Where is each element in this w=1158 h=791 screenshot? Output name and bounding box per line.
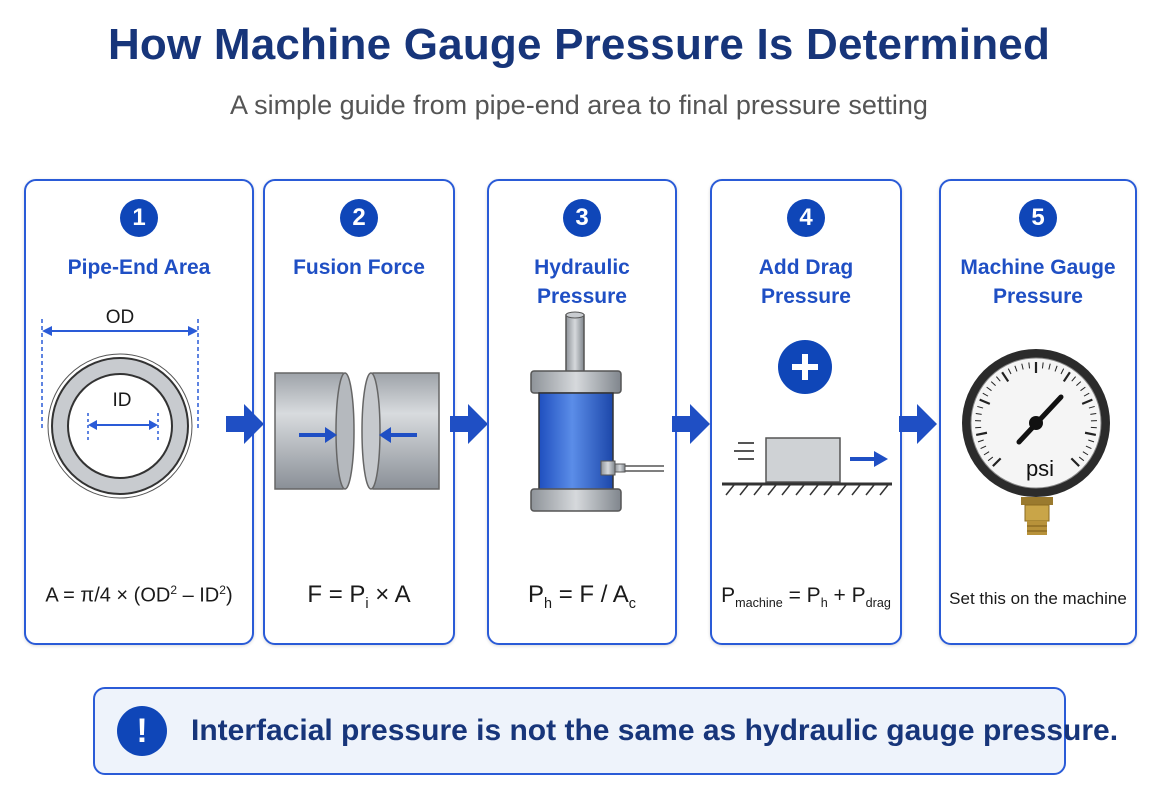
- gauge-tick: [1084, 431, 1097, 436]
- exclamation-icon: !: [117, 706, 167, 756]
- gauge-tick: [983, 451, 990, 456]
- pipe-cross-section-diagram: OD ID: [41, 307, 199, 499]
- gauge-tick: [1062, 371, 1071, 383]
- force-formula: F = Pi × A: [307, 581, 411, 612]
- od-label: OD: [106, 307, 135, 328]
- gauge-tick: [977, 405, 984, 409]
- gauge-tick: [1001, 371, 1010, 383]
- gauge-tick: [975, 431, 988, 436]
- machine-pressure-formula: Pmachine = Ph + Pdrag: [721, 584, 891, 611]
- gauge-tick: [992, 457, 1002, 467]
- gauge-tick: [1088, 405, 1095, 409]
- step-card-machine-gauge-pressure: 5 Machine Gauge Pressure psi Set this on…: [939, 179, 1137, 645]
- gauge-tick: [1028, 362, 1031, 369]
- gauge-tick: [1082, 451, 1089, 456]
- area-formula: A = π/4 × (OD2 – ID2): [45, 583, 233, 607]
- step-number-badge: 4: [787, 199, 825, 237]
- gauge-tick: [1054, 365, 1058, 372]
- page-subtitle: A simple guide from pipe-end area to fin…: [230, 90, 928, 120]
- gauge-tick: [979, 398, 991, 405]
- gauge-tick: [1070, 457, 1080, 467]
- gauge-tick: [1048, 363, 1051, 370]
- gauge-tick: [1007, 368, 1012, 375]
- gauge-tick: [1080, 386, 1086, 392]
- step-title: Add Drag Pressure: [758, 256, 854, 308]
- gauge-tick: [1021, 363, 1024, 370]
- gauge-tick: [1060, 368, 1065, 375]
- gauge-tick: [1081, 398, 1093, 405]
- flow-arrow-icon: [899, 404, 937, 444]
- gauge-tick: [1014, 365, 1018, 372]
- step-number-badge: 1: [120, 199, 158, 237]
- step-title: Fusion Force: [293, 256, 425, 279]
- flow-arrow-icon: [672, 404, 710, 444]
- gauge-tick: [986, 386, 992, 392]
- page-title: How Machine Gauge Pressure Is Determined: [107, 20, 1051, 69]
- gauge-unit-label: psi: [1026, 456, 1054, 481]
- gauge-tick: [980, 445, 987, 449]
- hydraulic-cylinder-diagram: [530, 311, 664, 512]
- warning-note: ! Interfacial pressure is not the same a…: [93, 687, 1118, 775]
- step-number-badge: 3: [563, 199, 601, 237]
- gauge-tick: [1085, 445, 1092, 449]
- gauge-tick: [1078, 456, 1085, 462]
- gauge-tick: [1090, 412, 1097, 415]
- note-text: Interfacial pressure is not the same as …: [191, 714, 1119, 747]
- gauge-tick: [1041, 362, 1044, 369]
- step-title: Hydraulic Pressure: [534, 256, 630, 308]
- step-card-hydraulic-pressure: 3 Hydraulic Pressure Ph = F / Ac: [487, 179, 677, 645]
- step-card-fusion-force: 2 Fusion Force F = Pi × A: [263, 179, 455, 645]
- gauge-tick: [982, 392, 989, 397]
- gauge-tick: [977, 439, 984, 443]
- hydraulic-formula: Ph = F / Ac: [528, 581, 636, 612]
- step-card-add-drag-pressure: 4 Add Drag Pressure Pmachine = Ph + Pdra…: [710, 179, 902, 645]
- gauge-tick: [1083, 392, 1090, 397]
- step-title: Machine Gauge Pressure: [960, 256, 1116, 308]
- gauge-tick: [987, 456, 994, 462]
- step-number-badge: 2: [340, 199, 378, 237]
- pressure-gauge-icon: psi: [962, 349, 1110, 535]
- gauge-tick: [1088, 439, 1095, 443]
- flow-arrow-icon: [226, 404, 264, 444]
- gauge-caption: Set this on the machine: [949, 589, 1127, 608]
- step-title: Pipe-End Area: [67, 256, 211, 279]
- pipe-ends-pressing-diagram: [274, 372, 440, 490]
- step-card-pipe-end-area: 1 Pipe-End Area OD ID A = π/4 × (OD2 – I…: [24, 179, 254, 645]
- gauge-tick: [1071, 376, 1076, 382]
- gauge-tick: [990, 381, 996, 387]
- drag-diagram: [722, 340, 892, 496]
- gauge-tick: [1076, 381, 1082, 387]
- gauge-tick: [975, 412, 982, 415]
- id-label: ID: [113, 390, 132, 411]
- flow-arrow-icon: [450, 404, 488, 444]
- gauge-tick: [996, 376, 1001, 382]
- step-number-badge: 5: [1019, 199, 1057, 237]
